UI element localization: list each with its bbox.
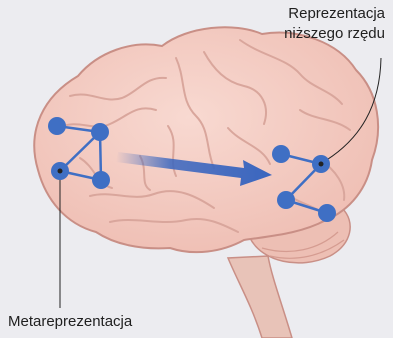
lower-order-label: Reprezentacja niższego rzędu [284,4,385,44]
lower-node [277,191,295,209]
lower-node [272,145,290,163]
meta-node [92,171,110,189]
brain-stem [228,256,292,338]
meta-anchor-dot [58,169,63,174]
lower-order-label-line2: niższego rzędu [284,24,385,44]
meta-node [48,117,66,135]
meta-node [91,123,109,141]
meta-label: Metareprezentacja [8,312,132,332]
lower-node [318,204,336,222]
lower-anchor-dot [319,162,324,167]
lower-order-label-line1: Reprezentacja [284,4,385,24]
